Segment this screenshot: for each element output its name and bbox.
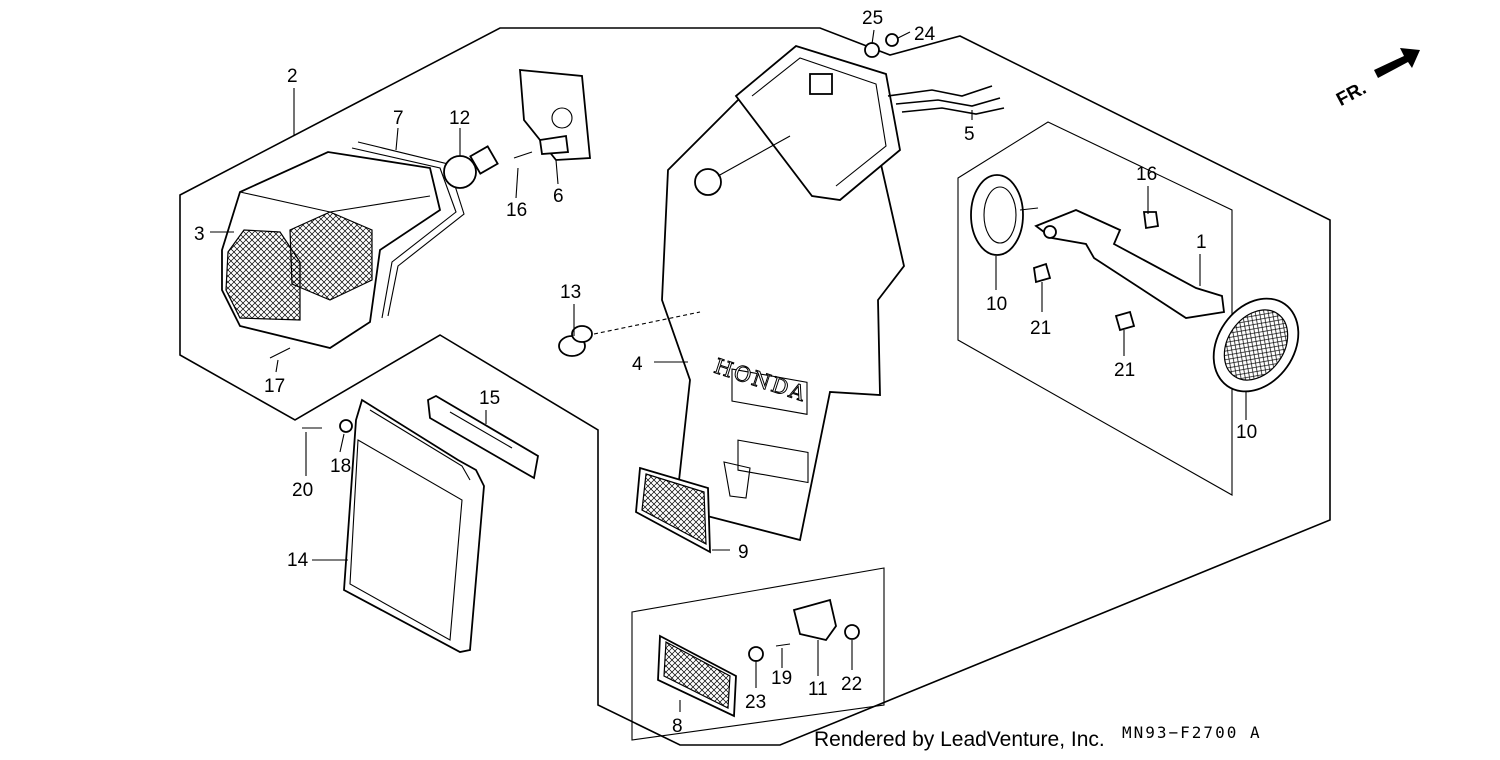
callout-7: 7 bbox=[393, 108, 404, 129]
callout-24: 24 bbox=[914, 24, 936, 45]
signal-stay bbox=[1033, 209, 1226, 332]
callout-13: 13 bbox=[560, 282, 581, 303]
footer-credit: Rendered by LeadVenture, Inc. bbox=[814, 728, 1105, 751]
callout-15: 15 bbox=[479, 388, 500, 409]
wire-harness bbox=[887, 85, 1005, 115]
callout-20: 20 bbox=[292, 480, 313, 501]
callout-21b: 21 bbox=[1114, 360, 1135, 381]
taillight-cover bbox=[519, 69, 591, 161]
reflector-bracket bbox=[748, 598, 860, 662]
grommet-icon bbox=[558, 311, 701, 357]
callout-23: 23 bbox=[745, 692, 766, 713]
callout-6: 6 bbox=[553, 186, 564, 207]
taillight-gasket bbox=[351, 141, 465, 319]
callout-17: 17 bbox=[264, 376, 285, 397]
callout-16b: 16 bbox=[1136, 164, 1157, 185]
callout-12: 12 bbox=[449, 108, 470, 129]
nut-icon bbox=[864, 33, 899, 58]
taillight-lens bbox=[221, 151, 442, 349]
reflector-rear bbox=[635, 466, 711, 554]
reflector-side bbox=[657, 634, 737, 718]
callout-8: 8 bbox=[672, 716, 683, 737]
callout-10b: 10 bbox=[1236, 422, 1257, 443]
callout-22: 22 bbox=[841, 674, 862, 695]
mudguard bbox=[343, 398, 485, 653]
front-direction-arrow-icon bbox=[1374, 48, 1420, 78]
callout-19: 19 bbox=[771, 668, 792, 689]
callout-9: 9 bbox=[738, 542, 749, 563]
callout-2: 2 bbox=[287, 66, 298, 87]
diagram-code: MN93−F2700 A bbox=[1122, 723, 1262, 742]
callout-5: 5 bbox=[964, 124, 975, 145]
orientation-label: FR. bbox=[1333, 78, 1370, 111]
callout-14: 14 bbox=[287, 550, 309, 571]
callout-4: 4 bbox=[632, 354, 643, 375]
screw-icon bbox=[269, 151, 533, 359]
housing-top bbox=[694, 44, 901, 201]
callout-labels: 1 2 3 4 5 6 7 8 9 10 10 11 12 13 14 15 1… bbox=[194, 8, 1257, 737]
callout-10a: 10 bbox=[986, 294, 1007, 315]
callout-25: 25 bbox=[862, 8, 883, 29]
bolt-icon bbox=[302, 419, 353, 433]
callout-3: 3 bbox=[194, 224, 205, 245]
leader-lines bbox=[210, 29, 1247, 712]
mudguard-stay bbox=[427, 394, 539, 480]
callout-1: 1 bbox=[1196, 232, 1207, 253]
turn-signal-left bbox=[970, 174, 1039, 256]
group-frame-reflector bbox=[631, 567, 885, 741]
bulb-icon bbox=[443, 145, 499, 189]
group-frame-outer bbox=[179, 27, 1331, 746]
callout-21a: 21 bbox=[1030, 318, 1051, 339]
turn-signal-right bbox=[1212, 297, 1300, 393]
callout-18: 18 bbox=[330, 456, 351, 477]
callout-16a: 16 bbox=[506, 200, 527, 221]
callout-11: 11 bbox=[808, 679, 828, 700]
